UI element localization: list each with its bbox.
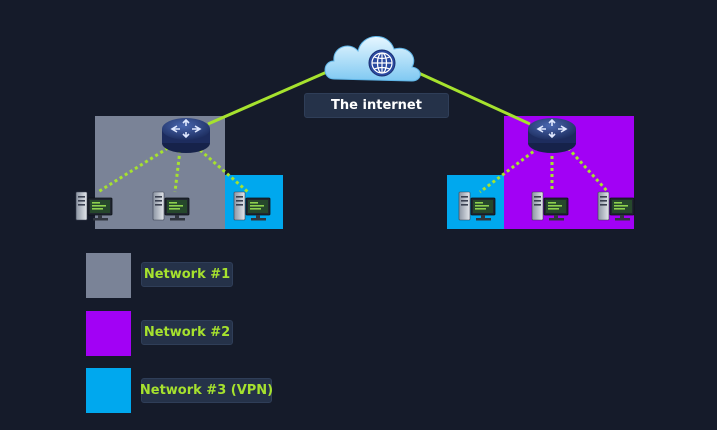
legend-swatch-network-3 — [86, 368, 131, 413]
lan-link — [199, 148, 249, 194]
lan-link — [479, 146, 539, 194]
lan-link — [566, 146, 610, 194]
internet-link-right — [411, 68, 531, 126]
lan-link — [173, 149, 182, 193]
legend-swatch-network-2 — [86, 311, 131, 356]
legend-swatch-network-1 — [86, 253, 131, 298]
legend-label-network-1: Network #1 — [141, 262, 233, 287]
router-right-icon — [527, 117, 577, 154]
internet-link-left — [207, 66, 337, 126]
links — [97, 66, 610, 194]
router-left-icon — [161, 117, 211, 154]
internet-label: The internet — [304, 93, 449, 118]
internet-cloud-icon — [324, 36, 421, 82]
legend-label-network-3: Network #3 (VPN) — [140, 378, 273, 403]
lan-link — [97, 146, 169, 194]
legend-label-network-2: Network #2 — [141, 320, 233, 345]
